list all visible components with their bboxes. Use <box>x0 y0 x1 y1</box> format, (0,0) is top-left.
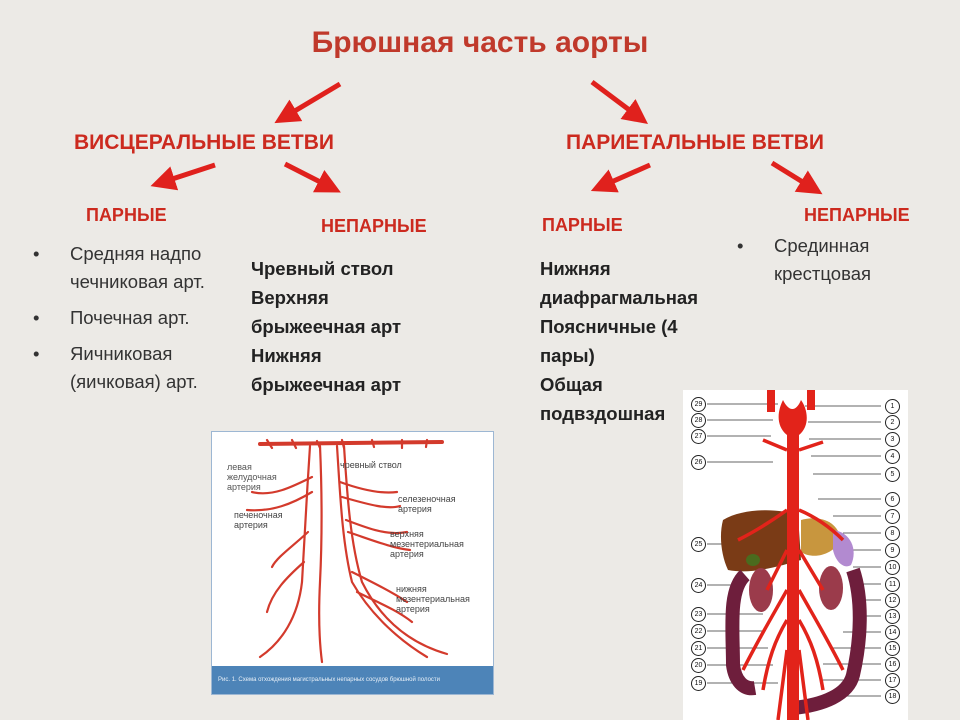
visceral-paired-label: ПАРНЫЕ <box>86 205 167 225</box>
arrow-to-parietal <box>590 80 648 124</box>
marker-20: 20 <box>691 658 706 673</box>
descending-colon <box>792 567 867 715</box>
arrow-parietal-paired <box>590 162 652 193</box>
list-item: подвздошная <box>540 403 666 424</box>
marker-8: 8 <box>885 526 900 541</box>
inf-mesenteric-label: нижняя мезентериальная артерия <box>396 584 470 614</box>
visceral-unpaired-list: Чревный ствол Верхняя брыжеечная арт Ниж… <box>251 254 401 399</box>
arrow-parietal-unpaired <box>770 160 823 195</box>
marker-13: 13 <box>885 609 900 624</box>
marker-29: 29 <box>691 397 706 412</box>
parietal-unpaired-list: Срединная крестцовая <box>737 232 917 296</box>
arrow-visceral-unpaired <box>283 161 341 193</box>
aortic-branches <box>737 438 845 720</box>
marker-7: 7 <box>885 509 900 524</box>
aorta <box>767 390 815 720</box>
ascending-colon <box>725 569 757 696</box>
left-gastric-label: левая желудочная артерия <box>227 462 277 492</box>
marker-28: 28 <box>691 413 706 428</box>
marker-12: 12 <box>885 593 900 608</box>
marker-1: 1 <box>885 399 900 414</box>
list-item: Общая <box>540 374 603 395</box>
list-item: Чревный ствол <box>251 258 394 279</box>
unpaired-vessels-figure: левая желудочная артерия чревный ствол п… <box>211 431 494 695</box>
anatomy-illustration <box>707 390 881 720</box>
list-item: пары) <box>540 345 595 366</box>
right-kidney <box>819 566 843 610</box>
marker-10: 10 <box>885 560 900 575</box>
marker-6: 6 <box>885 492 900 507</box>
marker-18: 18 <box>885 689 900 704</box>
marker-25: 25 <box>691 537 706 552</box>
marker-11: 11 <box>885 577 900 592</box>
vessel-schema <box>245 438 449 664</box>
liver <box>720 510 801 572</box>
marker-14: 14 <box>885 625 900 640</box>
marker-2: 2 <box>885 415 900 430</box>
gallbladder <box>746 554 760 566</box>
marker-19: 19 <box>691 676 706 691</box>
sup-mesenteric-label: верхняя мезентериальная артерия <box>390 529 464 559</box>
marker-3: 3 <box>885 432 900 447</box>
marker-23: 23 <box>691 607 706 622</box>
marker-17: 17 <box>885 673 900 688</box>
parietal-unpaired-label: НЕПАРНЫЕ <box>804 205 910 225</box>
list-item: Срединная крестцовая <box>737 232 917 288</box>
marker-9: 9 <box>885 543 900 558</box>
visceral-unpaired-label: НЕПАРНЫЕ <box>321 216 427 236</box>
parietal-header: ПАРИЕТАЛЬНЫЕ ВЕТВИ <box>566 131 824 154</box>
arrow-to-visceral <box>274 81 342 124</box>
list-item: Средняя надпочечниковая арт. <box>33 240 208 296</box>
list-item: диафрагмальная <box>540 287 698 308</box>
list-item: Поясничные (4 <box>540 316 678 337</box>
marker-16: 16 <box>885 657 900 672</box>
splenic-label: селезеночная артерия <box>398 494 456 514</box>
marker-5: 5 <box>885 467 900 482</box>
visceral-header: ВИСЦЕРАЛЬНЫЕ ВЕТВИ <box>74 131 335 154</box>
aorta-anatomy-figure: 1 2 3 4 5 6 7 8 9 10 11 12 13 14 15 16 1… <box>683 390 908 720</box>
page-title: Брюшная часть аорты <box>311 26 649 59</box>
marker-4: 4 <box>885 449 900 464</box>
spleen <box>833 530 854 567</box>
arrow-visceral-paired <box>150 162 216 191</box>
list-item: Яичниковая (яичковая) арт. <box>33 340 208 396</box>
list-item: Нижняя <box>540 258 611 279</box>
visceral-paired-list: Средняя надпочечниковая арт. Почечная ар… <box>33 240 208 404</box>
celiac-trunk-label: чревный ствол <box>340 460 402 470</box>
figure-caption: Рис. 1. Схема отхождения магистральных н… <box>212 666 493 694</box>
marker-15: 15 <box>885 641 900 656</box>
hepatic-label: печеночная артерия <box>234 510 283 530</box>
list-item: Нижняя <box>251 345 322 366</box>
list-item: Верхняя <box>251 287 329 308</box>
parietal-paired-list: Нижняя диафрагмальная Поясничные (4 пары… <box>540 254 698 428</box>
list-item: брыжеечная арт <box>251 374 402 395</box>
marker-21: 21 <box>691 641 706 656</box>
list-item: брыжеечная арт <box>251 316 402 337</box>
parietal-paired-label: ПАРНЫЕ <box>542 215 623 235</box>
marker-27: 27 <box>691 429 706 444</box>
marker-24: 24 <box>691 578 706 593</box>
marker-26: 26 <box>691 455 706 470</box>
left-kidney <box>749 568 773 612</box>
list-item: Почечная арт. <box>33 304 208 332</box>
marker-22: 22 <box>691 624 706 639</box>
